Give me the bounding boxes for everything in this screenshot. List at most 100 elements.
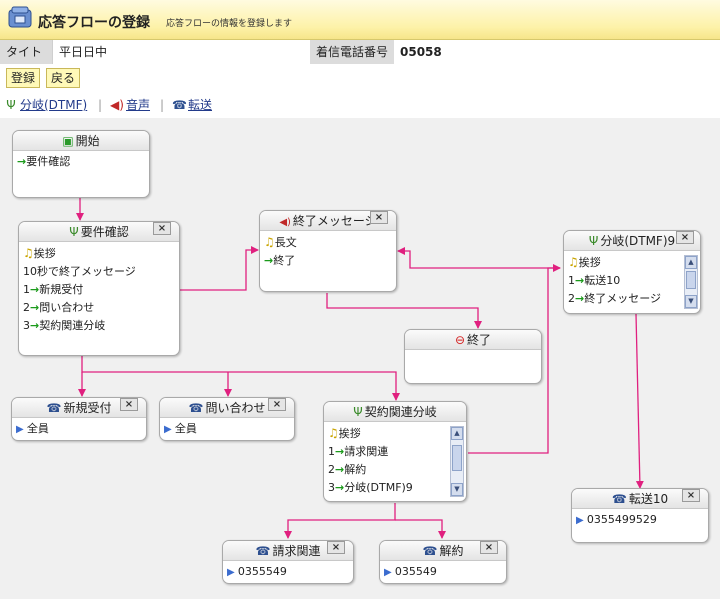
music-note-icon: ♫ bbox=[328, 426, 339, 440]
page-title: 応答フローの登録 bbox=[38, 15, 150, 31]
wire-keiyaku-kaiyaku bbox=[395, 519, 446, 539]
stop-icon: ⊖ bbox=[454, 333, 466, 347]
play-icon: ▶ bbox=[576, 515, 587, 526]
play-icon: ▶ bbox=[384, 567, 395, 578]
endmsg-node-title: 終了メッセージ bbox=[292, 214, 377, 228]
add-transfer-link[interactable]: ☎転送 bbox=[172, 97, 212, 113]
endmsg-node-header[interactable]: ◀)終了メッセージ bbox=[260, 211, 396, 231]
back-button[interactable]: 戻る bbox=[46, 68, 81, 88]
end-node-header[interactable]: ⊖終了 bbox=[405, 330, 541, 350]
title-label: タイトル bbox=[0, 40, 52, 83]
flow-info-row: タイトル 平日日中 着信電話番号 05058 bbox=[0, 40, 720, 83]
seikyu-node-header[interactable]: ☎請求関連 bbox=[223, 541, 353, 561]
shinki-node[interactable]: ☎新規受付 × ▶ 全員 bbox=[11, 397, 147, 441]
number-value: 05058 bbox=[394, 40, 720, 64]
tensou10-node[interactable]: ☎転送10 × ▶ 0355499529 bbox=[571, 488, 709, 543]
start-node[interactable]: ▣開始 →要件確認 bbox=[12, 130, 150, 198]
node-row-text: 挨拶 bbox=[33, 247, 56, 260]
scrollbar[interactable]: ▲ ▼ bbox=[450, 426, 464, 497]
node-row: 3→契約関連分岐 bbox=[23, 317, 175, 335]
node-row: 2→問い合わせ bbox=[23, 299, 175, 317]
keiyaku-node-title: 契約関連分岐 bbox=[364, 405, 437, 419]
close-button[interactable]: × bbox=[153, 222, 171, 235]
scroll-down-icon[interactable]: ▼ bbox=[451, 483, 463, 496]
scroll-up-icon[interactable]: ▲ bbox=[685, 256, 697, 269]
wire-branch-tensou bbox=[635, 313, 644, 489]
tensou10-node-header[interactable]: ☎転送10 bbox=[572, 489, 708, 509]
node-row: ▶ 0355549 bbox=[227, 563, 349, 582]
node-row: 2→解約 bbox=[328, 461, 462, 479]
close-button[interactable]: × bbox=[682, 489, 700, 502]
add-audio-link[interactable]: ◀)音声 bbox=[110, 97, 150, 113]
node-row-text: 挨拶 bbox=[578, 256, 601, 269]
start-icon: ▣ bbox=[62, 134, 74, 148]
node-row-text: 転送10 bbox=[584, 274, 621, 287]
music-note-icon: ♫ bbox=[568, 255, 579, 269]
close-button[interactable]: × bbox=[370, 211, 388, 224]
node-row: →要件確認 bbox=[17, 153, 145, 171]
dtmf-key: 1 bbox=[568, 274, 575, 287]
toiawase-node[interactable]: ☎問い合わせ × ▶ 全員 bbox=[159, 397, 295, 441]
seikyu-node[interactable]: ☎請求関連 × ▶ 0355549 bbox=[222, 540, 354, 584]
node-row: 10秒で終了メッセージ bbox=[23, 265, 136, 278]
endmsg-node[interactable]: ◀)終了メッセージ × ♫長文 →終了 bbox=[259, 210, 397, 292]
node-row: 2→終了メッセージ bbox=[568, 290, 696, 308]
node-row: ♫挨拶 bbox=[328, 424, 462, 443]
arrow-icon: → bbox=[335, 445, 345, 458]
wire-branch-endmsg bbox=[397, 247, 560, 269]
node-row-text: 解約 bbox=[344, 463, 367, 476]
transfer-icon: ☎ bbox=[188, 401, 204, 415]
start-node-header[interactable]: ▣開始 bbox=[13, 131, 149, 151]
transfer-icon: ☎ bbox=[422, 544, 438, 558]
node-row-text: 0355549 bbox=[237, 565, 287, 578]
register-button[interactable]: 登録 bbox=[6, 68, 41, 88]
node-row-text: 請求関連 bbox=[344, 445, 389, 458]
kaiyaku-node[interactable]: ☎解約 × ▶ 035549 bbox=[379, 540, 507, 584]
node-row: ♫挨拶 bbox=[23, 244, 175, 263]
shinki-node-header[interactable]: ☎新規受付 bbox=[12, 398, 146, 418]
scroll-down-icon[interactable]: ▼ bbox=[685, 295, 697, 308]
youken-node-title: 要件確認 bbox=[80, 225, 129, 239]
end-node[interactable]: ⊖終了 bbox=[404, 329, 542, 384]
branch-dtmf-node-title: 分岐(DTMF)9 bbox=[600, 234, 676, 248]
add-audio-label: 音声 bbox=[126, 98, 151, 112]
dtmf-key: 3 bbox=[328, 481, 335, 494]
close-button[interactable]: × bbox=[120, 398, 138, 411]
transfer-icon: ☎ bbox=[255, 544, 271, 558]
wire-keiyaku-leaves bbox=[284, 503, 396, 539]
wire-youken-endmsg bbox=[180, 246, 259, 291]
node-row: 1→請求関連 bbox=[328, 443, 462, 461]
dtmf-key: 1 bbox=[328, 445, 335, 458]
scroll-thumb[interactable] bbox=[686, 271, 696, 289]
close-button[interactable]: × bbox=[327, 541, 345, 554]
scroll-thumb[interactable] bbox=[452, 445, 462, 471]
transfer-icon: ☎ bbox=[172, 98, 187, 112]
node-row-text: 終了メッセージ bbox=[584, 292, 661, 305]
transfer-icon: ☎ bbox=[46, 401, 62, 415]
branch-icon: Ψ bbox=[69, 225, 79, 239]
node-row: ▶ 035549 bbox=[384, 563, 502, 582]
close-button[interactable]: × bbox=[268, 398, 286, 411]
transfer-icon: ☎ bbox=[611, 492, 627, 506]
scrollbar[interactable]: ▲ ▼ bbox=[684, 255, 698, 309]
branch-icon: Ψ bbox=[588, 234, 599, 248]
toiawase-node-header[interactable]: ☎問い合わせ bbox=[160, 398, 294, 418]
arrow-icon: → bbox=[264, 254, 274, 267]
shinki-node-title: 新規受付 bbox=[63, 401, 112, 415]
kaiyaku-node-header[interactable]: ☎解約 bbox=[380, 541, 506, 561]
node-row: 1→転送10 bbox=[568, 272, 696, 290]
node-row-text: 全員 bbox=[26, 422, 49, 435]
node-row-text: 問い合わせ bbox=[39, 301, 95, 314]
close-button[interactable]: × bbox=[676, 231, 694, 244]
close-button[interactable]: × bbox=[480, 541, 498, 554]
scroll-up-icon[interactable]: ▲ bbox=[451, 427, 463, 440]
